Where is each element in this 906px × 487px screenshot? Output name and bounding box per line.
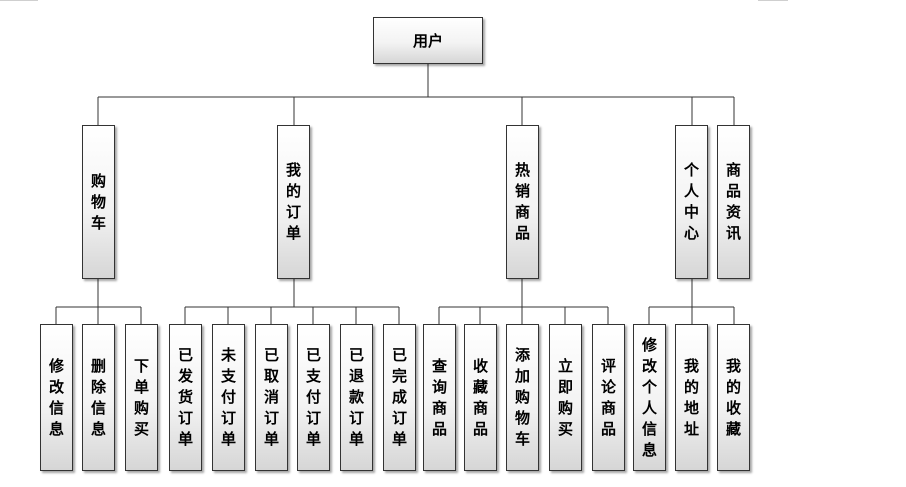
leaf-node: 修改个人信息 bbox=[633, 324, 666, 471]
leaf-node: 查询商品 bbox=[423, 324, 456, 471]
leaf-node: 我的地址 bbox=[675, 324, 708, 471]
leaf-label: 我的地址 bbox=[683, 356, 699, 438]
leaf-label: 评论商品 bbox=[600, 356, 616, 438]
leaf-label: 未支付订单 bbox=[220, 346, 236, 448]
leaf-label: 已发货订单 bbox=[177, 346, 193, 448]
category-label: 我的订单 bbox=[285, 161, 301, 242]
leaf-node: 已支付订单 bbox=[297, 324, 330, 471]
leaf-label: 已支付订单 bbox=[305, 346, 321, 448]
leaf-node: 立即购买 bbox=[549, 324, 582, 471]
leaf-node: 收藏商品 bbox=[464, 324, 497, 471]
leaf-node: 下单购买 bbox=[125, 324, 158, 471]
leaf-node: 已完成订单 bbox=[383, 324, 416, 471]
leaf-node: 已发货订单 bbox=[169, 324, 202, 471]
category-node-personal-center: 个人中心 bbox=[675, 125, 708, 279]
connector-lines bbox=[55, 64, 735, 324]
category-node-product-news: 商品资讯 bbox=[717, 125, 750, 279]
leaf-node: 我的收藏 bbox=[717, 324, 750, 471]
leaf-label: 我的收藏 bbox=[725, 356, 741, 438]
category-label: 购物车 bbox=[90, 171, 106, 232]
leaf-label: 添加购物车 bbox=[514, 346, 530, 448]
leaf-label: 查询商品 bbox=[431, 356, 447, 438]
leaf-label: 已取消订单 bbox=[263, 346, 279, 448]
leaf-node: 已取消订单 bbox=[255, 324, 288, 471]
leaf-label: 修改信息 bbox=[48, 356, 64, 438]
leaf-node: 未支付订单 bbox=[212, 324, 245, 471]
leaf-node: 评论商品 bbox=[592, 324, 625, 471]
leaf-label: 已完成订单 bbox=[391, 346, 407, 448]
leaf-label: 修改个人信息 bbox=[641, 335, 657, 459]
category-node-hot-products: 热销商品 bbox=[506, 125, 539, 279]
category-node-my-orders: 我的订单 bbox=[277, 125, 310, 279]
leaf-node: 删除信息 bbox=[82, 324, 115, 471]
root-node: 用户 bbox=[373, 17, 483, 64]
leaf-node: 修改信息 bbox=[40, 324, 73, 471]
leaf-node: 已退款订单 bbox=[340, 324, 373, 471]
category-label: 热销商品 bbox=[514, 161, 530, 242]
leaf-label: 下单购买 bbox=[133, 356, 149, 438]
leaf-label: 立即购买 bbox=[557, 356, 573, 438]
leaf-label: 删除信息 bbox=[90, 356, 106, 438]
leaf-label: 已退款订单 bbox=[348, 346, 364, 448]
page-corner-mark-right bbox=[758, 0, 788, 5]
category-label: 商品资讯 bbox=[725, 161, 741, 242]
category-label: 个人中心 bbox=[683, 161, 699, 242]
category-node-shopping-cart: 购物车 bbox=[82, 125, 115, 279]
leaf-node: 添加购物车 bbox=[506, 324, 539, 471]
leaf-label: 收藏商品 bbox=[472, 356, 488, 438]
page-corner-mark-left bbox=[0, 0, 38, 5]
root-label: 用户 bbox=[412, 32, 443, 50]
